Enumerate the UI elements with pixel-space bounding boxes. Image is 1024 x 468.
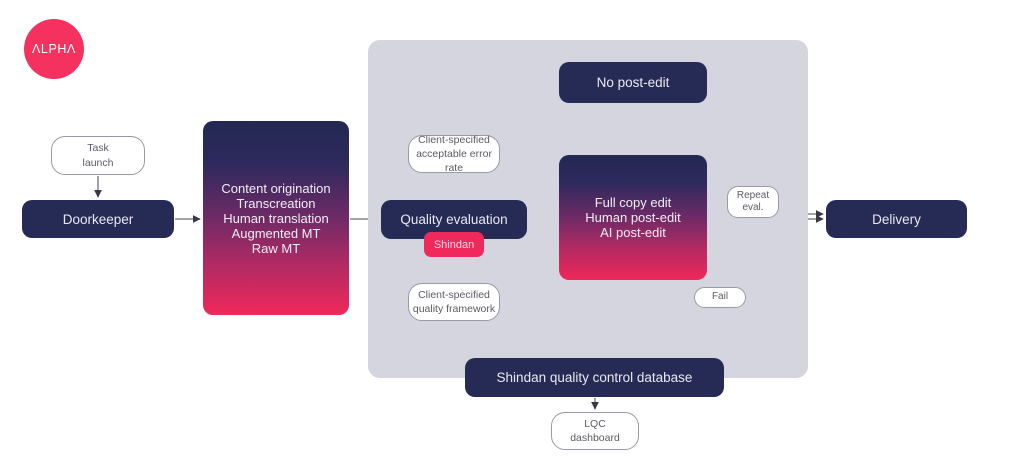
edge-label-fail: Fail xyxy=(694,287,746,308)
error-rate-line2: acceptable error rate xyxy=(416,147,492,175)
task-launch-line2: launch xyxy=(82,156,114,169)
post-edit-item-0: Full copy edit xyxy=(594,195,672,210)
node-lqc-dashboard[interactable]: LQC dashboard xyxy=(551,412,639,450)
shindan-db-label: Shindan quality control database xyxy=(496,370,693,385)
task-launch-line1: Task xyxy=(87,142,109,155)
node-shindan-quality-control-database[interactable]: Shindan quality control database xyxy=(465,358,724,397)
post-edit-item-2: AI post-edit xyxy=(600,225,666,240)
lqc-dashboard-line2: dashboard xyxy=(570,432,620,444)
origination-item-2: Human translation xyxy=(223,210,329,226)
no-post-edit-label: No post-edit xyxy=(596,75,670,90)
origination-item-1: Transcreation xyxy=(236,195,316,211)
fail-line1: Fail xyxy=(711,291,729,303)
framework-line2: quality framework xyxy=(412,303,496,315)
post-edit-item-1: Human post-edit xyxy=(585,210,681,225)
doorkeeper-label: Doorkeeper xyxy=(62,211,134,227)
node-delivery[interactable]: Delivery xyxy=(826,200,967,238)
note-client-specified-quality-framework[interactable]: Client-specified quality framework xyxy=(408,283,500,321)
origination-item-3: Augmented MT xyxy=(231,225,321,241)
quality-evaluation-label: Quality evaluation xyxy=(400,212,508,227)
delivery-label: Delivery xyxy=(872,211,921,227)
edge-label-repeat-eval: Repeat eval. xyxy=(727,186,779,218)
alpha-logo: ΛLPHΛ xyxy=(24,19,84,79)
error-rate-line1: Client-specified xyxy=(418,133,490,146)
alpha-logo-text: ΛLPHΛ xyxy=(31,42,76,56)
node-no-post-edit[interactable]: No post-edit xyxy=(559,62,707,103)
node-task-launch[interactable]: Task launch xyxy=(51,136,145,175)
repeat-eval-line1: Repeat xyxy=(736,189,770,201)
node-doorkeeper[interactable]: Doorkeeper xyxy=(22,200,174,238)
repeat-eval-line2: eval. xyxy=(742,202,764,213)
shindan-badge-label: Shindan xyxy=(433,238,475,251)
origination-item-4: Raw MT xyxy=(251,240,301,256)
note-client-specified-error-rate[interactable]: Client-specified acceptable error rate xyxy=(408,133,500,175)
framework-line1: Client-specified xyxy=(418,288,490,301)
badge-shindan[interactable]: Shindan xyxy=(424,232,484,257)
origination-item-0: Content origination xyxy=(221,180,331,196)
lqc-dashboard-line1: LQC xyxy=(584,417,606,430)
node-origination-options[interactable]: Content origination Transcreation Human … xyxy=(203,121,349,315)
node-post-edit-options[interactable]: Full copy edit Human post-edit AI post-e… xyxy=(559,155,707,280)
